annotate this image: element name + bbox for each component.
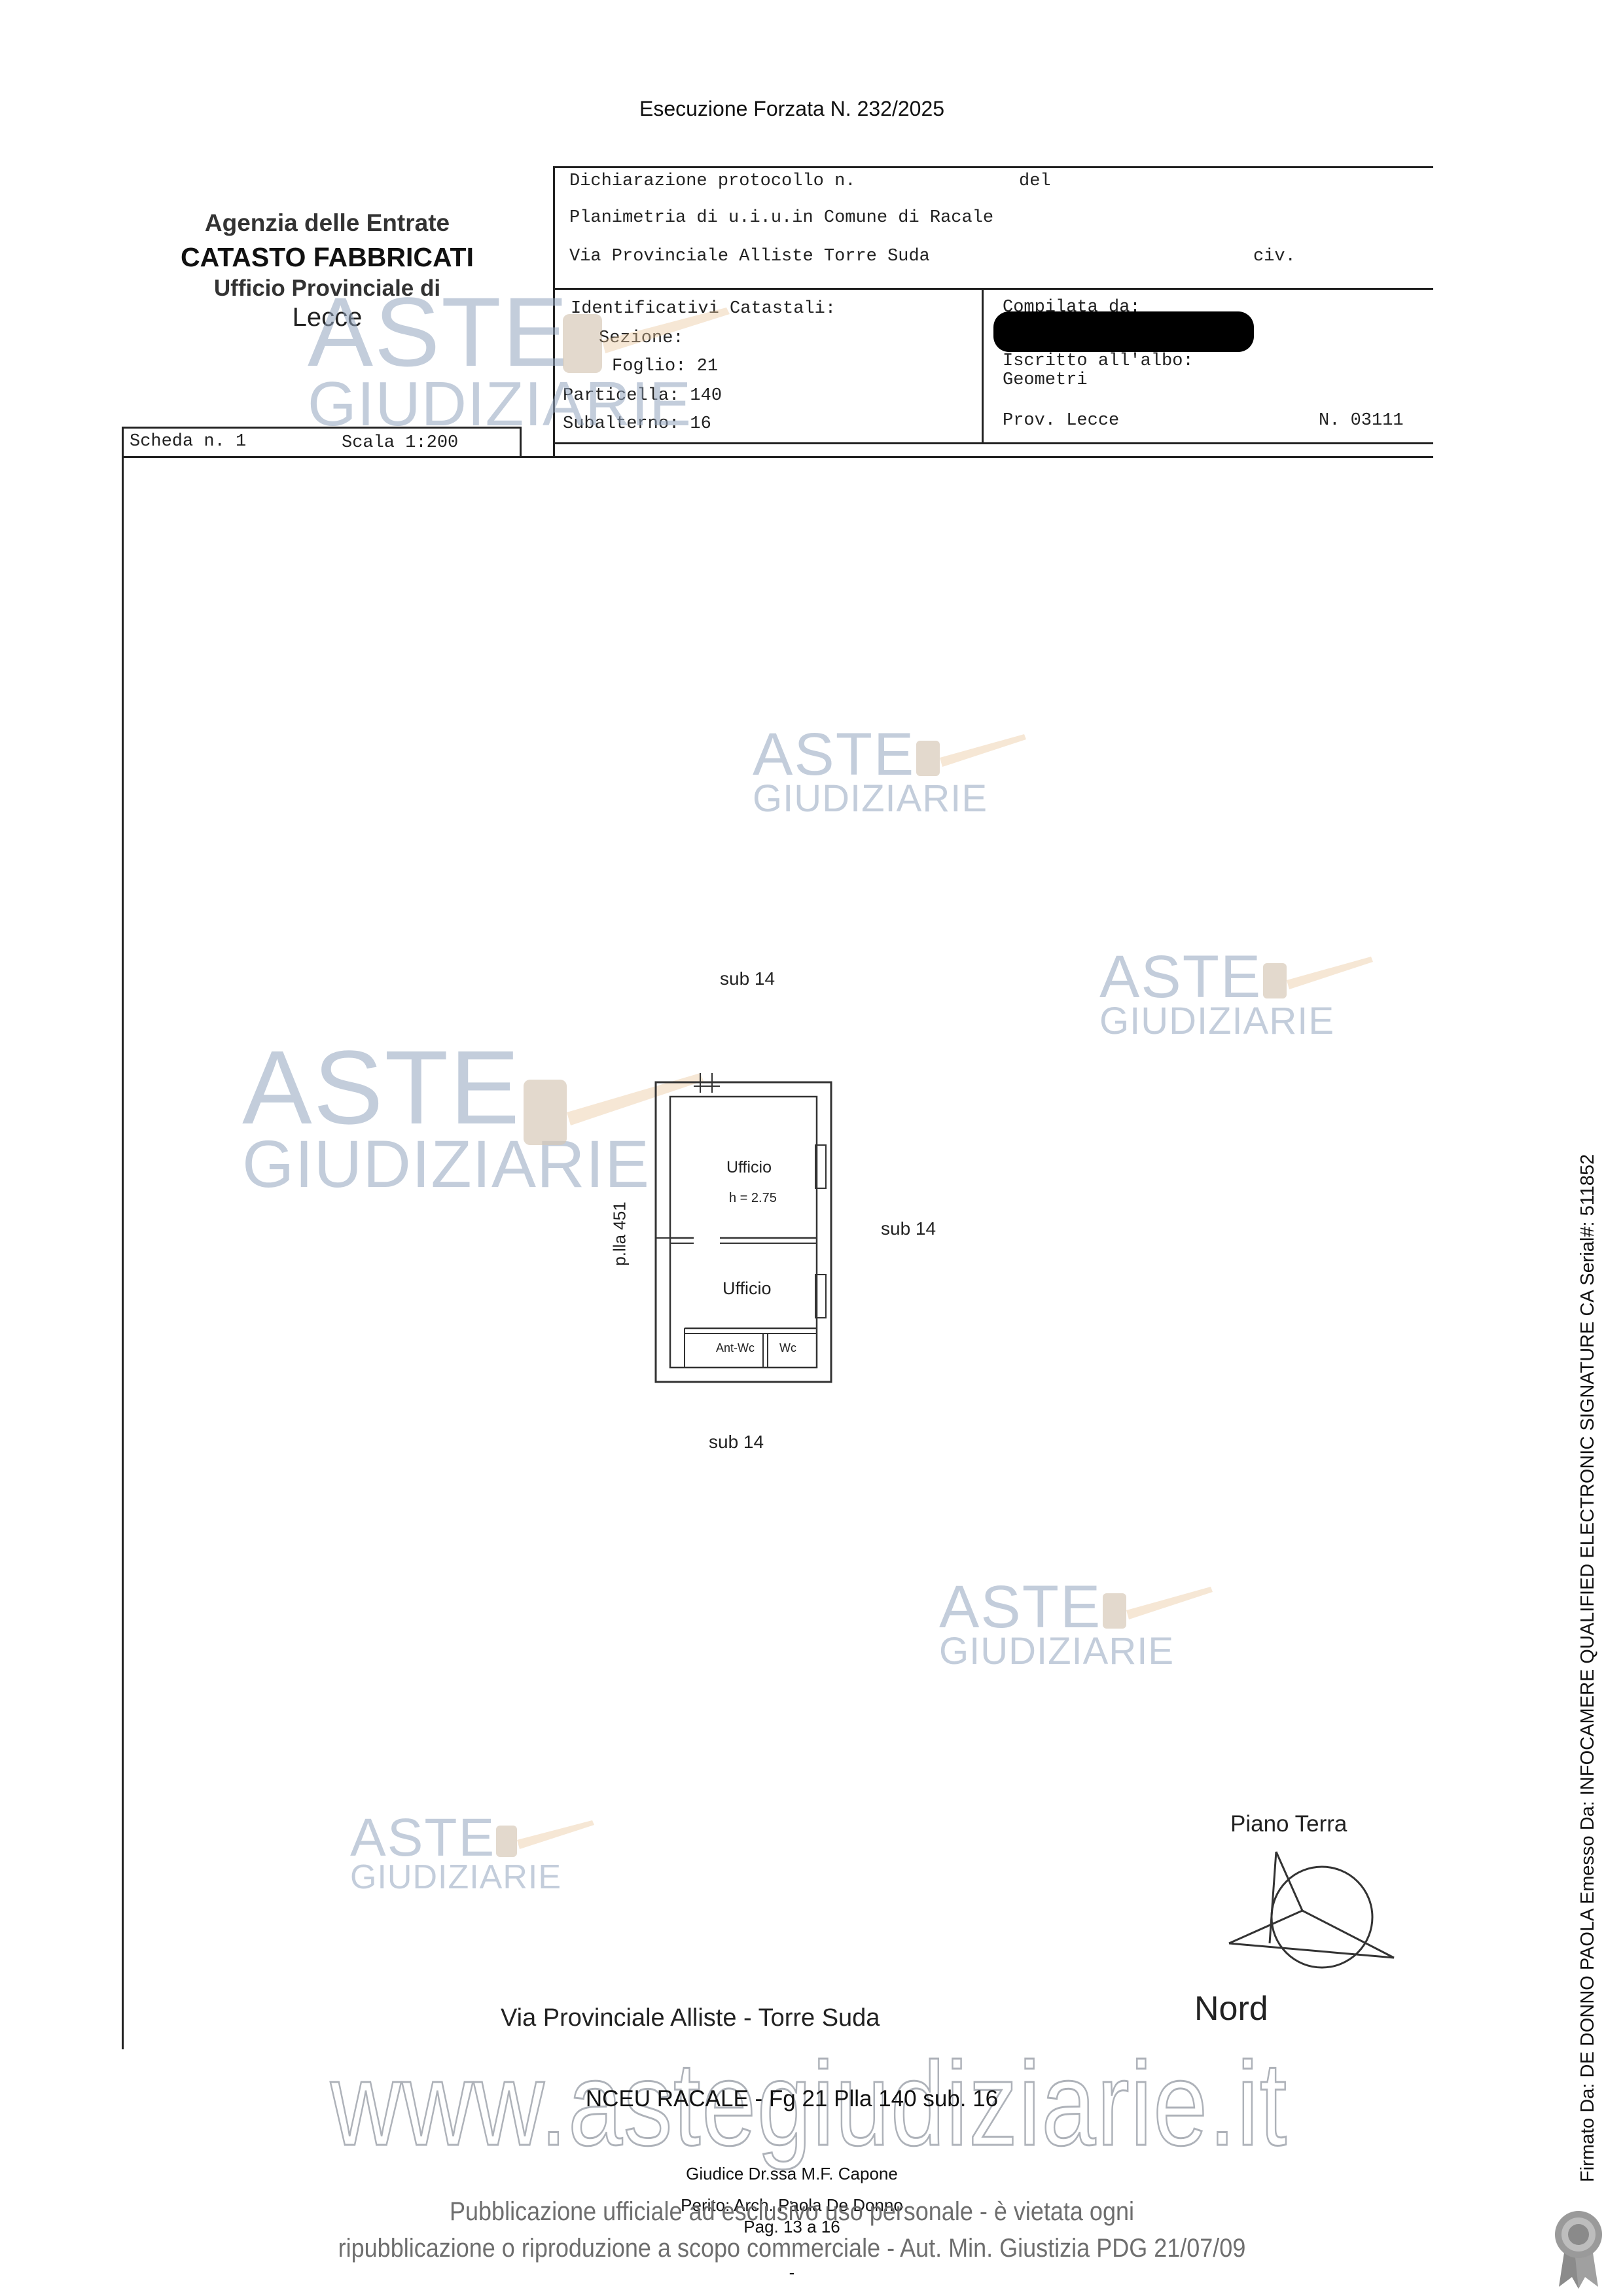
frame-bottom: [553, 442, 1433, 444]
plan-inner-wall: [669, 1095, 818, 1369]
identifiers-foglio: Foglio: 21: [612, 357, 719, 376]
compiler-prov: Prov. Lecce: [1003, 411, 1120, 431]
frame-top: [553, 166, 1433, 168]
compiler-albo-value: Geometri: [1003, 370, 1088, 390]
label-plla: p.lla 451: [609, 1201, 630, 1266]
footer-expert: Perito: Arch. Paola De Donno: [681, 2195, 903, 2215]
footer-judge: Giudice Dr.ssa M.F. Capone: [686, 2164, 898, 2183]
office-catasto: CATASTO FABBRICATI: [181, 242, 474, 272]
floor-plan: [654, 1073, 832, 1383]
frame-mid-h: [553, 288, 1433, 290]
watermark-mid-center: ASTE GIUDIZIARIE: [753, 721, 1047, 826]
identifiers-title: Identificativi Catastali:: [571, 299, 836, 319]
declaration-protocol: Dichiarazione protocollo n.: [569, 171, 856, 191]
watermark-giudiziarie: GIUDIZIARIE: [939, 1629, 1175, 1672]
scheda-number: Scheda n. 1: [130, 432, 247, 451]
declaration-civ: civ.: [1253, 247, 1296, 266]
watermark-giudiziarie: GIUDIZIARIE: [242, 1127, 651, 1201]
office-city: Lecce: [292, 303, 363, 332]
watermark-giudiziarie: GIUDIZIARIE: [350, 1858, 562, 1896]
frame-left-top: [553, 166, 555, 457]
watermark-aste: ASTE: [753, 721, 916, 788]
website-watermark: www.astegiudiziarie.it: [330, 2036, 1288, 2172]
watermark-aste: ASTE: [1099, 944, 1262, 1010]
office-block: Agenzia delle Entrate CATASTO FABBRICATI…: [157, 209, 497, 332]
notice-line-2: ripubblicazione o riproduzione a scopo c…: [338, 2234, 1246, 2263]
room-ufficio-2: Ufficio: [722, 1279, 772, 1298]
plan-window-right: [815, 1144, 827, 1189]
north-arrow-icon: [1228, 1851, 1395, 1969]
footer-page: Pag. 13 a 16: [743, 2217, 840, 2236]
identifiers-particella: Particella: 140: [563, 386, 722, 406]
watermark-mid-right: ASTE GIUDIZIARIE: [1099, 944, 1394, 1048]
declaration-del: del: [1019, 171, 1051, 191]
north-label: Nord: [1194, 1990, 1268, 2028]
watermark-giudiziarie: GIUDIZIARIE: [308, 369, 692, 439]
frame-mid-v: [982, 288, 984, 444]
street-label: Via Provinciale Alliste - Torre Suda: [501, 2004, 880, 2032]
notice-line-1: Pubblicazione ufficiale ad esclusivo uso…: [450, 2197, 1134, 2226]
scheda-right: [520, 427, 522, 457]
identifiers-subalterno: Subalterno: 16: [563, 414, 711, 434]
watermark-aste: ASTE: [242, 1029, 521, 1146]
gavel-icon: [524, 1073, 704, 1145]
watermark-giudiziarie: GIUDIZIARIE: [1099, 999, 1335, 1042]
watermark-aste: ASTE: [939, 1574, 1102, 1640]
declaration-address: Via Provinciale Alliste Torre Suda: [569, 247, 930, 266]
gavel-icon: [563, 308, 730, 373]
watermark-left-large: ASTE GIUDIZIARIE: [242, 1029, 713, 1224]
compiler-number: N. 03111: [1319, 411, 1404, 431]
watermark-aste: ASTE: [350, 1808, 496, 1867]
compiler-albo: Iscritto all'albo:: [1003, 351, 1194, 371]
room-height: h = 2.75: [729, 1191, 777, 1205]
label-sub-top: sub 14: [720, 968, 776, 989]
seal-icon: [1555, 2211, 1602, 2289]
watermark-header: ASTE GIUDIZIARIE: [308, 277, 831, 471]
redaction-bar: [993, 311, 1254, 352]
gavel-icon: [1103, 1587, 1213, 1629]
label-sub-bottom: sub 14: [709, 1432, 764, 1452]
footer-dash: -: [789, 2263, 795, 2282]
room-wc: Wc: [779, 1341, 796, 1354]
floor-label: Piano Terra: [1230, 1811, 1347, 1837]
office-ufficio: Ufficio Provinciale di: [213, 275, 441, 301]
watermark-aste: ASTE: [308, 277, 569, 387]
watermark-lower-left: ASTE GIUDIZIARIE: [350, 1808, 599, 1899]
gavel-icon: [1263, 957, 1373, 998]
caption: NCEU RACALE - Fg 21 Plla 140 sub. 16: [585, 2086, 999, 2111]
signature-text: Firmato Da: DE DONNO PAOLA Emesso Da: IN…: [1577, 1154, 1598, 2182]
room-ant-wc: Ant-Wc: [716, 1341, 755, 1354]
declaration-planimetria: Planimetria di u.i.u.in Comune di Racale: [569, 208, 994, 228]
scheda-top: [122, 427, 521, 429]
plan-outer-wall: [654, 1081, 832, 1383]
case-header: Esecuzione Forzata N. 232/2025: [639, 97, 945, 120]
scheda-scale: Scala 1:200: [342, 433, 459, 453]
room-ufficio-1: Ufficio: [726, 1158, 772, 1176]
label-sub-right: sub 14: [881, 1218, 936, 1239]
office-agency: Agenzia delle Entrate: [204, 209, 450, 236]
watermark-giudiziarie: GIUDIZIARIE: [753, 777, 988, 820]
gavel-icon: [496, 1820, 594, 1857]
gavel-icon: [916, 734, 1026, 776]
scheda-bottom: [122, 456, 1433, 458]
plan-window-right: [815, 1274, 827, 1318]
identifiers-sezione: Sezione:: [599, 328, 684, 348]
watermark-lower-center: ASTE GIUDIZIARIE: [939, 1574, 1234, 1678]
frame-left: [122, 427, 124, 2049]
